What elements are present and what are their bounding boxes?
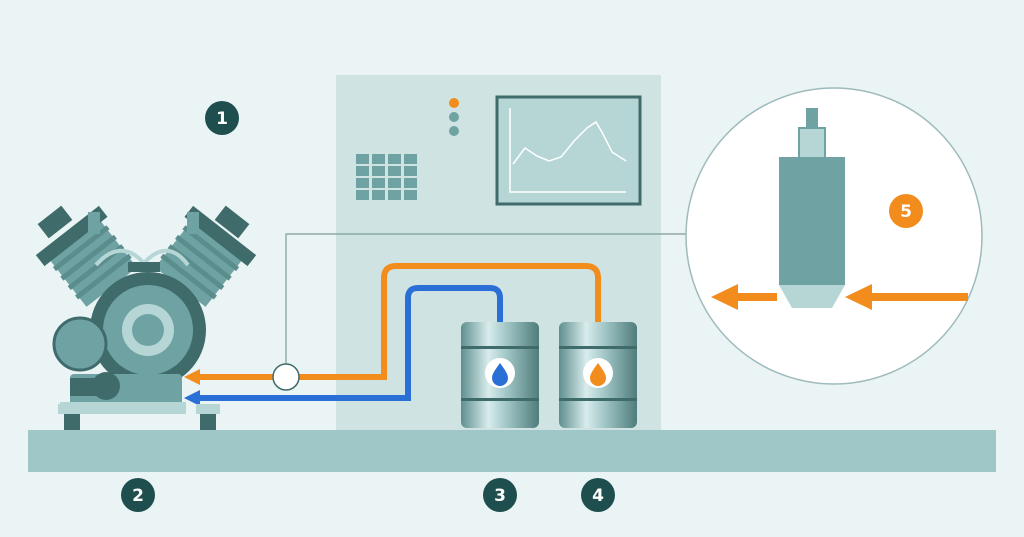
keypad-key — [404, 166, 417, 176]
oil-drop-icon — [590, 363, 606, 386]
keypad-key — [404, 190, 417, 200]
badge-1: 1 — [205, 101, 239, 135]
sensor-callout-line — [285, 233, 690, 368]
badge-2-label: 2 — [132, 486, 144, 506]
keypad-key — [372, 154, 385, 164]
keypad-key — [388, 166, 401, 176]
sensor-junction-circle — [272, 363, 300, 391]
keypad-key — [388, 178, 401, 188]
flow-arrow-out — [711, 284, 777, 310]
water-barrel — [461, 322, 539, 428]
keypad-key — [356, 190, 369, 200]
monitor — [495, 95, 642, 206]
badge-4: 4 — [581, 478, 615, 512]
keypad-key — [388, 154, 401, 164]
badge-4-label: 4 — [592, 486, 604, 506]
keypad-key — [404, 154, 417, 164]
sensor-callout — [685, 87, 983, 385]
flow-arrow-in — [845, 284, 968, 310]
water-drop-icon — [492, 363, 508, 386]
keypad-key — [372, 178, 385, 188]
badge-1-label: 1 — [216, 109, 228, 129]
compressor — [35, 205, 257, 430]
oil-barrel — [559, 322, 637, 428]
keypad-key — [356, 166, 369, 176]
water-return-line — [184, 285, 503, 406]
sensor-probe-icon — [779, 108, 845, 308]
keypad-key — [356, 178, 369, 188]
indicator-lights — [449, 98, 459, 136]
keypad-key — [404, 178, 417, 188]
keypad-key — [372, 166, 385, 176]
keypad-icon — [356, 154, 417, 200]
badge-5: 5 — [889, 194, 923, 228]
line-graph-icon — [509, 108, 626, 193]
floor — [28, 430, 996, 472]
badge-3-label: 3 — [494, 486, 506, 506]
badge-3: 3 — [483, 478, 517, 512]
badge-5-label: 5 — [900, 202, 912, 222]
keypad-key — [388, 190, 401, 200]
badge-2: 2 — [121, 478, 155, 512]
keypad-key — [356, 154, 369, 164]
oil-return-line — [184, 263, 601, 385]
keypad-key — [372, 190, 385, 200]
